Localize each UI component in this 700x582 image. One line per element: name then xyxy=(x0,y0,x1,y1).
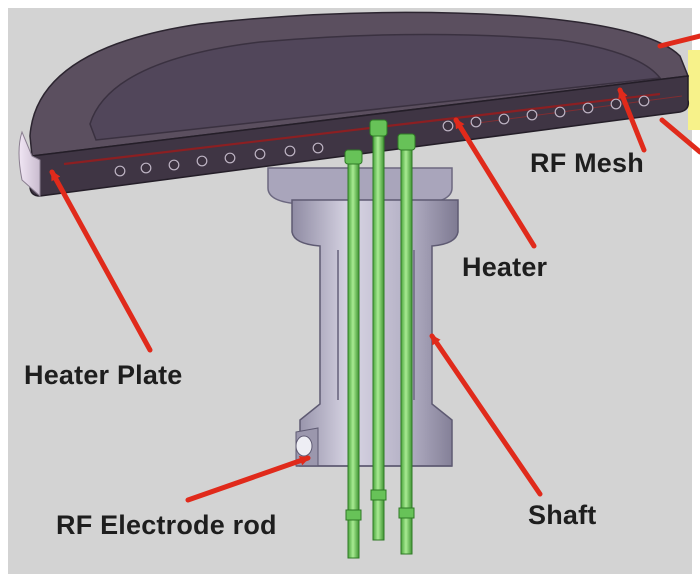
heater-plate xyxy=(18,11,690,198)
rf-electrode-rods xyxy=(344,119,416,559)
accent-strip xyxy=(688,50,700,130)
arrow-rf-mesh-edge-bottom xyxy=(659,117,700,155)
label-heater: Heater xyxy=(462,252,548,282)
arrow-heater xyxy=(453,117,537,249)
heater-hole-row xyxy=(114,95,650,177)
label-heater-plate: Heater Plate xyxy=(24,360,183,390)
label-rf-electrode-rod: RF Electrode rod xyxy=(56,510,277,540)
callout-arrows xyxy=(49,33,700,503)
rf-electrode-rod-center xyxy=(369,119,388,541)
label-rf-mesh: RF Mesh xyxy=(530,148,644,178)
arrow-heater-plate xyxy=(49,169,153,353)
label-shaft: Shaft xyxy=(528,500,597,530)
arrow-rf-electrode-rod xyxy=(185,455,311,503)
rf-electrode-rod-right xyxy=(397,133,416,555)
rf-electrode-rod-left xyxy=(344,149,363,559)
arrow-shaft xyxy=(429,333,543,497)
arrow-rf-mesh-edge-top xyxy=(657,33,700,49)
arrow-rf-mesh xyxy=(617,87,647,153)
